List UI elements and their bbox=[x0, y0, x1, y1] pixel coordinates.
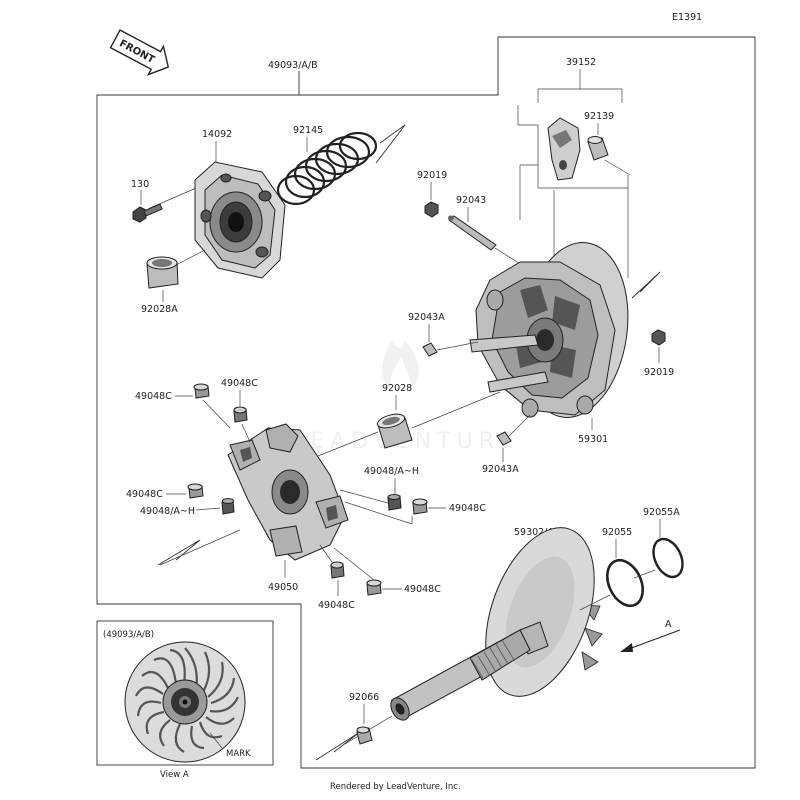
label-49048ah-left: 49048/A~H bbox=[140, 506, 195, 517]
label-92019-top: 92019 bbox=[417, 170, 447, 181]
roller-49048c-e bbox=[330, 561, 345, 579]
roller-49048c-b bbox=[233, 406, 248, 423]
label-92028a: 92028A bbox=[141, 304, 178, 315]
footer-credit: Rendered by LeadVenture, Inc. bbox=[330, 782, 461, 792]
label-92055a: 92055A bbox=[643, 507, 680, 518]
label-59301: 59301 bbox=[578, 434, 608, 445]
nut-92019-right bbox=[651, 329, 666, 346]
inset-title: (49093/A/B) bbox=[103, 630, 154, 640]
shaft-92043 bbox=[448, 215, 497, 251]
view-a-arrow-icon bbox=[620, 629, 681, 652]
label-49048c-a: 49048C bbox=[135, 391, 172, 402]
label-92028: 92028 bbox=[382, 383, 412, 394]
label-49048c-e: 49048C bbox=[318, 600, 355, 611]
label-14092: 14092 bbox=[202, 129, 232, 140]
sheave-59302 bbox=[390, 527, 603, 721]
label-92019-right: 92019 bbox=[644, 367, 674, 378]
label-arrow-a: A bbox=[665, 619, 672, 630]
label-39152: 39152 bbox=[566, 57, 596, 68]
spider-49050 bbox=[227, 423, 349, 561]
roller-49048ah-right bbox=[387, 494, 402, 511]
label-49050: 49050 bbox=[268, 582, 298, 593]
label-49048c-b: 49048C bbox=[221, 378, 258, 389]
label-49048c-d: 49048C bbox=[449, 503, 486, 514]
pin-92139 bbox=[587, 136, 609, 161]
bolt-130 bbox=[132, 203, 163, 223]
label-49048ah-right: 49048/A~H bbox=[364, 466, 419, 477]
assembly-boundary bbox=[96, 36, 756, 769]
nut-92019-top bbox=[424, 201, 439, 218]
label-92043a-left: 92043A bbox=[408, 312, 445, 323]
label-49048c-f: 49048C bbox=[404, 584, 441, 595]
weight-arm bbox=[547, 117, 581, 181]
label-92145: 92145 bbox=[293, 125, 323, 136]
oring-92055a bbox=[652, 537, 684, 579]
roller-49048c-a bbox=[193, 383, 210, 399]
label-92055: 92055 bbox=[602, 527, 632, 538]
pin-92043a-bottom bbox=[496, 431, 512, 446]
bushing-92028a bbox=[146, 256, 179, 289]
diagram-code: E1391 bbox=[672, 12, 702, 23]
roller-49048c-d bbox=[412, 498, 428, 515]
label-92139: 92139 bbox=[584, 111, 614, 122]
inset-caption: View A bbox=[160, 770, 189, 780]
inset-mark-label: MARK bbox=[226, 749, 251, 759]
label-59302: 59302/A/B bbox=[514, 527, 564, 538]
roller-49048ah-left bbox=[221, 498, 235, 515]
oring-92055 bbox=[606, 558, 644, 608]
assembly-label: 49093/A/B bbox=[268, 60, 318, 71]
front-arrow-icon: FRONT bbox=[109, 29, 170, 76]
label-49048c-c: 49048C bbox=[126, 489, 163, 500]
weights-bracket-39152 bbox=[517, 105, 629, 189]
label-92043: 92043 bbox=[456, 195, 486, 206]
bushing-92028 bbox=[376, 413, 413, 449]
spring-92145 bbox=[276, 131, 378, 206]
label-92043a-bottom: 92043A bbox=[482, 464, 519, 475]
roller-49048c-f bbox=[366, 579, 382, 596]
cover-14092 bbox=[194, 161, 286, 279]
label-92066: 92066 bbox=[349, 692, 379, 703]
cap-92066 bbox=[356, 726, 373, 745]
pin-92043a-left bbox=[422, 342, 438, 357]
roller-49048c-c bbox=[187, 483, 204, 499]
label-130: 130 bbox=[131, 179, 149, 190]
drive-pulley-59301 bbox=[469, 242, 629, 418]
inset-sheave-face bbox=[124, 641, 246, 763]
